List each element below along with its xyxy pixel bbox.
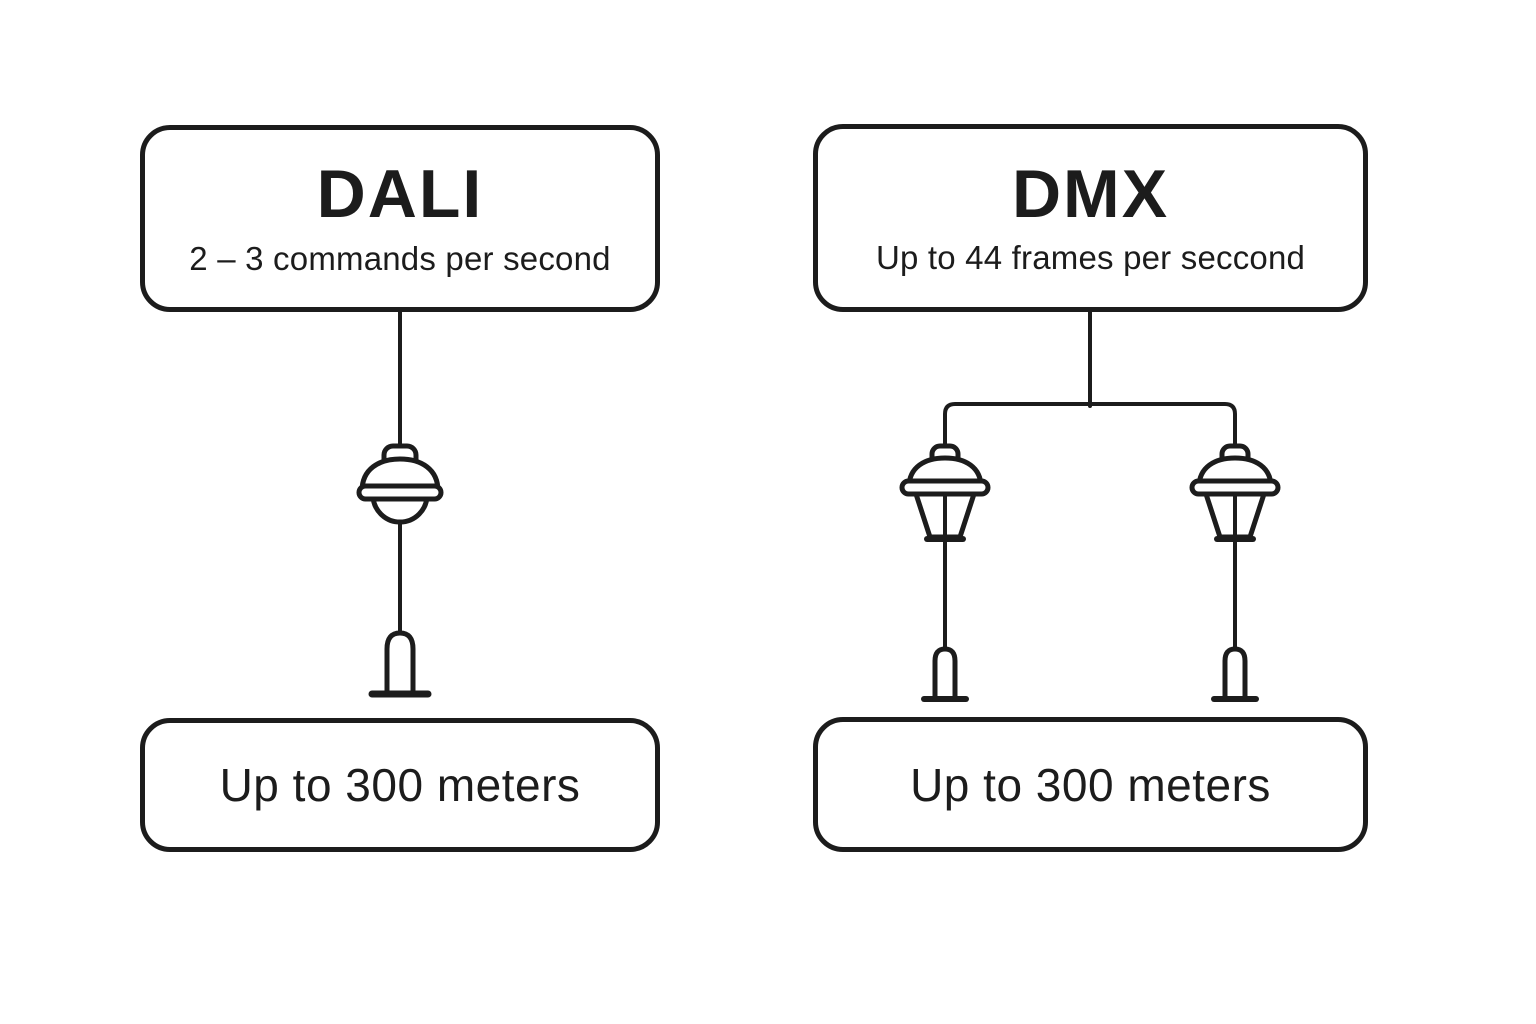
ground-post-icon <box>368 630 432 698</box>
ground-post-icon <box>921 646 969 702</box>
street-lantern-icon <box>899 443 991 542</box>
dali-title: DALI <box>316 156 484 233</box>
dmx-range-label: Up to 300 meters <box>910 758 1271 811</box>
dali-range-label: Up to 300 meters <box>219 759 581 811</box>
dali-header-box: DALI 2 – 3 commands per second <box>140 125 660 312</box>
dmx-subtitle: Up to 44 frames per seccond <box>875 239 1306 277</box>
dmx-title: DMX <box>1011 155 1170 232</box>
dali-range-box: Up to 300 meters <box>140 718 660 852</box>
ground-post-icon <box>1211 646 1259 702</box>
dmx-range-box: Up to 300 meters <box>813 717 1368 852</box>
street-lantern-icon <box>1189 443 1281 542</box>
dmx-bus-line <box>943 309 1237 653</box>
pendant-lamp-icon <box>356 443 444 525</box>
dmx-header-box: DMX Up to 44 frames per seccond <box>813 124 1368 312</box>
dali-subtitle: 2 – 3 commands per second <box>189 239 611 277</box>
